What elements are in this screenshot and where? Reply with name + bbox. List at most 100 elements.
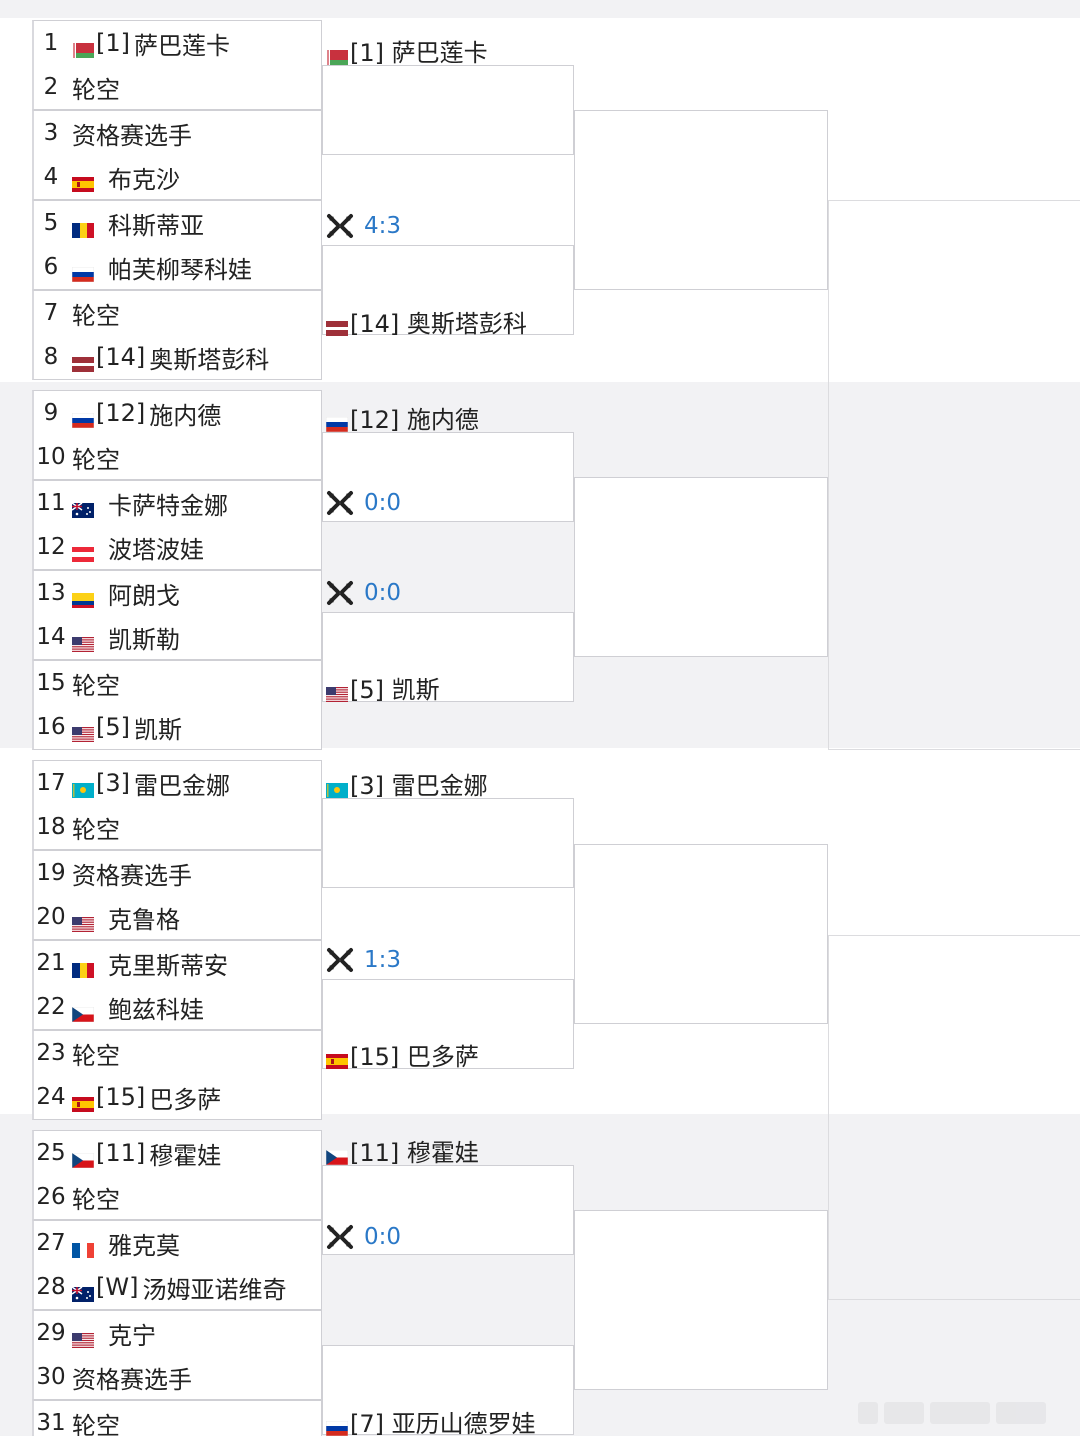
crossed-rackets-icon — [326, 213, 354, 239]
player-name: 克里斯蒂安 — [108, 951, 228, 980]
advanced-player[interactable]: [7] 亚历山德罗娃 — [325, 1404, 536, 1436]
draw-number: 3 — [43, 120, 59, 146]
russia-flag-icon — [71, 260, 95, 282]
draw-number: 10 — [36, 444, 66, 470]
player-name: 汤姆亚诺维奇 — [142, 1275, 287, 1304]
draw-number: 18 — [36, 814, 66, 840]
usa-flag-icon — [326, 680, 348, 702]
seed-label: [5] — [96, 713, 130, 741]
draw-number: 20 — [36, 904, 66, 930]
advanced-player[interactable]: [5] 凯斯 — [326, 670, 440, 705]
seed-label: [W] — [96, 1273, 139, 1301]
player-name: 轮空 — [72, 75, 120, 104]
bracket-connector — [828, 935, 1080, 1300]
live-score[interactable]: 0:0 — [326, 1224, 401, 1250]
kazakhstan-flag-icon — [326, 776, 348, 798]
draw-number: 4 — [43, 164, 59, 190]
player-name: 凯斯勒 — [108, 625, 180, 654]
player-name: 轮空 — [72, 301, 120, 330]
bracket-connector — [322, 798, 574, 888]
bracket-connector — [574, 477, 828, 657]
top-band — [0, 0, 1080, 18]
russia-flag-icon — [325, 1414, 349, 1436]
live-score[interactable]: 0:0 — [326, 490, 401, 516]
draw-number: 30 — [36, 1364, 66, 1390]
player-name: 轮空 — [72, 1041, 120, 1070]
advanced-player[interactable]: [12] 施内德 — [325, 400, 479, 435]
live-score[interactable]: 0:0 — [326, 580, 401, 606]
player-slot[interactable]: 9[12]施内德 — [34, 391, 321, 435]
score-text: 0:0 — [364, 580, 402, 606]
romania-flag-icon — [72, 216, 94, 238]
player-slot[interactable]: 3 资格赛选手 — [34, 111, 321, 155]
czech-flag-icon — [71, 1146, 95, 1168]
player-name: 资格赛选手 — [72, 121, 192, 150]
player-name: 雅克莫 — [108, 1231, 180, 1260]
draw-number: 19 — [36, 860, 66, 886]
player-name: 资格赛选手 — [72, 861, 192, 890]
australia-flag-icon — [71, 496, 94, 518]
player-name: 轮空 — [72, 1411, 120, 1436]
player-slot[interactable]: 1[1]萨巴莲卡 — [34, 21, 321, 65]
advanced-player[interactable]: [15] 巴多萨 — [326, 1037, 479, 1072]
player-name: 轮空 — [72, 1185, 120, 1214]
player-slot[interactable]: 17[3]雷巴金娜 — [34, 761, 321, 805]
player-slot[interactable]: 24[15]巴多萨 — [34, 1075, 321, 1119]
france-flag-icon — [72, 1236, 94, 1258]
advanced-player[interactable]: [14] 奥斯塔彭科 — [326, 304, 527, 339]
advanced-player[interactable]: [11] 穆霍娃 — [325, 1133, 479, 1168]
austria-flag-icon — [72, 540, 94, 562]
player-name: 波塔波娃 — [108, 535, 204, 564]
player-name: [7] 亚历山德罗娃 — [350, 1410, 536, 1436]
bracket-connector — [574, 1210, 828, 1390]
russia-flag-icon — [325, 410, 349, 433]
kazakhstan-flag-icon — [72, 776, 94, 798]
crossed-rackets-icon — [326, 490, 354, 516]
player-name: 施内德 — [149, 401, 222, 430]
advanced-player[interactable]: [1] 萨巴莲卡 — [326, 33, 488, 68]
player-slot[interactable]: 28[W]汤姆亚诺维奇 — [34, 1265, 321, 1309]
draw-number: 15 — [36, 670, 66, 696]
bracket-connector — [322, 65, 574, 155]
player-slot[interactable]: 16[5]凯斯 — [34, 705, 321, 749]
player-name: 克宁 — [108, 1321, 156, 1350]
player-slot[interactable]: 25[11]穆霍娃 — [34, 1131, 321, 1175]
live-score[interactable]: 4:3 — [326, 213, 401, 239]
player-slot[interactable]: 8[14]奥斯塔彭科 — [34, 335, 321, 379]
player-name: 雷巴金娜 — [134, 771, 230, 800]
draw-number: 31 — [36, 1410, 66, 1436]
crossed-rackets-icon — [326, 580, 354, 606]
live-score[interactable]: 1:3 — [326, 947, 401, 973]
advanced-player[interactable]: [3] 雷巴金娜 — [326, 766, 488, 801]
player-name: [1] 萨巴莲卡 — [350, 39, 488, 67]
